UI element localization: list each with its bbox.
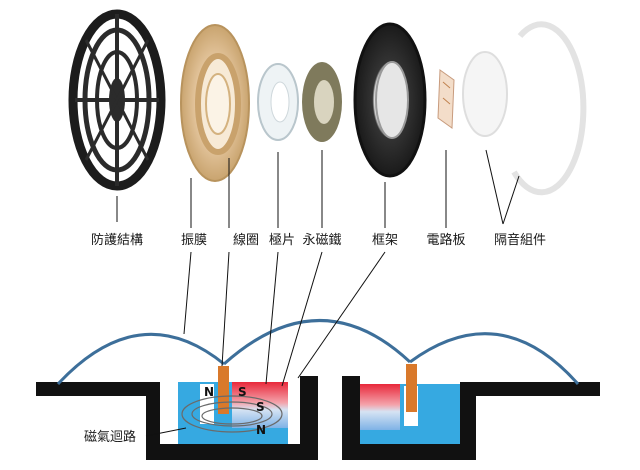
label-permanent-magnet: 永磁鐵 (302, 232, 341, 248)
right-housing (342, 376, 600, 460)
left-coil (218, 366, 229, 414)
component-labels: 防護結構 振膜 線圈 極片 永磁鐵 框架 電路板 隔音組件 (91, 149, 546, 248)
circuit-board-illustration (437, 69, 455, 129)
acoustic-damper-illustration (462, 21, 587, 196)
label-coil: 線圈 (233, 232, 259, 248)
cross-section: N S S N 磁氣迴路 (36, 319, 600, 460)
section-leader-lines (183, 251, 386, 387)
watermark: MAXDIGIT (521, 432, 613, 450)
label-pole-piece: 極片 (269, 232, 295, 248)
permanent-magnet-illustration (302, 62, 342, 142)
pole-s-lower: S (256, 400, 265, 414)
label-diaphragm: 振膜 (181, 233, 207, 248)
right-coil (406, 364, 417, 412)
label-circuit-board: 電路板 (426, 232, 465, 248)
magnetic-circuit-loops (181, 395, 283, 433)
pole-n-left: N (204, 385, 214, 399)
protective-structure-illustration (68, 9, 166, 191)
label-protective-structure: 防護結構 (91, 232, 143, 248)
diaphragm-curves (56, 319, 580, 386)
label-acoustic-damper: 隔音組件 (494, 232, 546, 248)
label-magnetic-circuit: 磁氣迴路 (84, 429, 136, 445)
watermark-text: MAXDIGIT (544, 433, 613, 449)
diaphragm-illustration (180, 24, 250, 182)
pole-piece-illustration (257, 63, 299, 141)
pole-n-lower: N (256, 423, 266, 437)
left-housing (36, 376, 318, 460)
label-frame: 框架 (372, 233, 398, 248)
right-magnet (360, 384, 400, 430)
pole-s-upper: S (238, 385, 247, 399)
frame-illustration (353, 22, 427, 178)
